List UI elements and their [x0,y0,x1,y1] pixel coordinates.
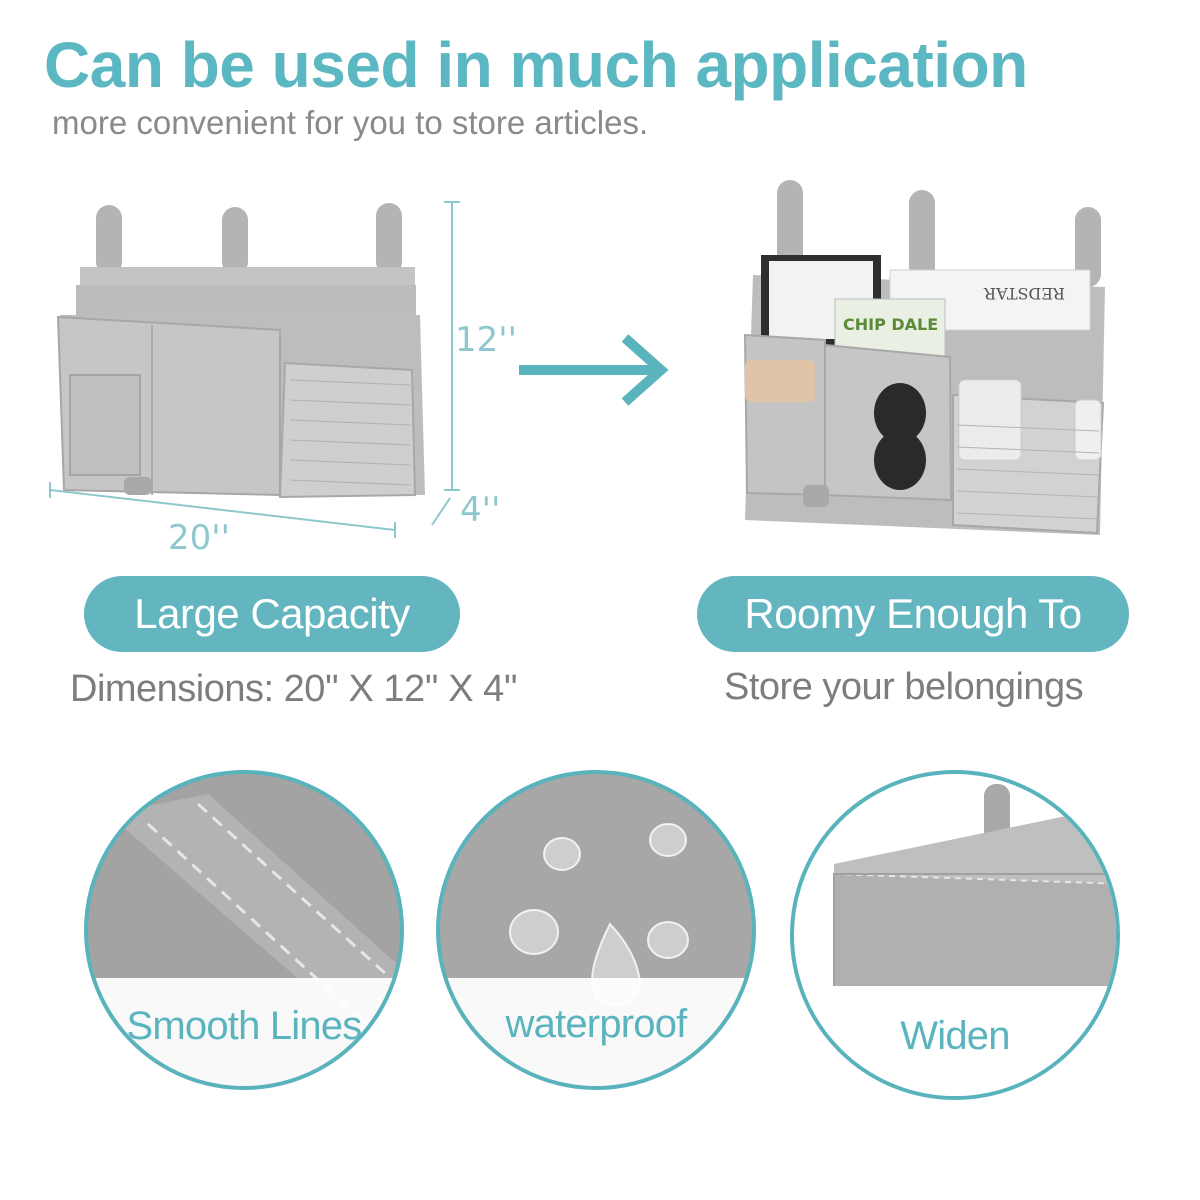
page-title: Can be used in much application [44,29,1028,101]
widen-label: Widen [900,1014,1010,1058]
page-subtitle: more convenient for you to store article… [52,104,649,141]
roomy-enough-pill: Roomy Enough To [697,576,1129,652]
feature-circle-widen: Widen [790,770,1120,1100]
width-dimension-label: 20'' [168,518,230,558]
dimension-lines [49,201,460,538]
depth-dimension-label: 4'' [460,490,501,530]
book-label: REDSTAR [983,284,1065,303]
arrow-right-icon [519,334,669,406]
store-belongings-description: Store your belongings [724,666,1084,708]
feature-circle-waterproof: waterproof [436,770,756,1090]
feature-circle-smooth-lines: Smooth Lines [84,770,404,1090]
smooth-lines-label: Smooth Lines [126,1004,363,1048]
height-dimension-label: 12'' [455,320,517,360]
empty-organizer-image [56,203,425,499]
filled-organizer-image: CHIP DALE REDSTAR [743,180,1105,535]
large-capacity-pill: Large Capacity [84,576,460,652]
waterproof-label: waterproof [505,1002,688,1046]
widened-edge-image [833,784,1116,1005]
dimensions-description: Dimensions: 20'' X 12'' X 4'' [70,668,518,710]
magazine-label: CHIP DALE [843,315,938,334]
